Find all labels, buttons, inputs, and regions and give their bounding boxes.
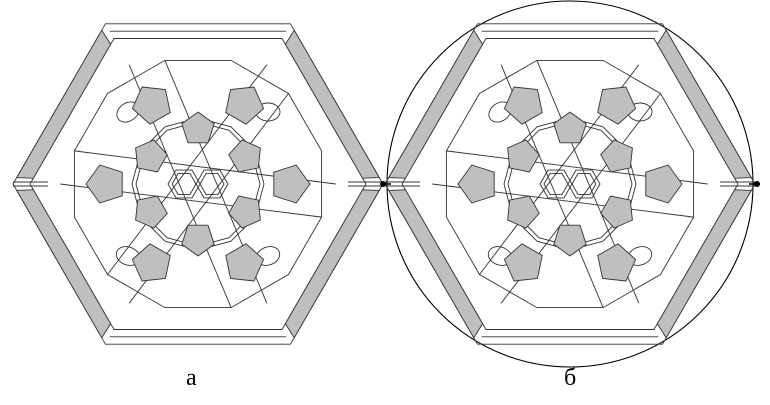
pentagon-outer (646, 165, 682, 203)
panel-b-diagram (380, 1, 760, 367)
outer-hexagon (13, 24, 383, 344)
panel-a-label: а (186, 366, 197, 390)
outer-shaded-face (657, 190, 751, 338)
pentagon-outer (504, 87, 542, 124)
outer-shaded-face (17, 190, 111, 338)
pentagon-inner (554, 225, 586, 256)
pentagon-outer (132, 244, 170, 281)
pentagon-inner (182, 112, 214, 143)
pentagon-inner (136, 196, 168, 228)
pentagon-outer (86, 165, 122, 203)
pentagon-outer (274, 165, 310, 203)
pentagon-outer (132, 87, 170, 124)
center-hexagon-inner (172, 174, 196, 195)
outer-shaded-face (657, 30, 751, 178)
pentagon-inner (508, 196, 540, 228)
center-hexagon-inner (544, 174, 568, 195)
outer-shaded-face (389, 190, 483, 338)
outer-shaded-face (285, 30, 379, 178)
pentagon-outer (504, 244, 542, 281)
panel-a-diagram (13, 24, 383, 344)
pentagon-inner (229, 140, 261, 172)
pentagon-outer (226, 244, 264, 281)
bounding-circle (387, 1, 753, 367)
outer-hexagon (385, 24, 755, 344)
center-hexagon-inner (572, 174, 596, 195)
pentagon-inner (601, 140, 633, 172)
pentagon-outer (458, 165, 494, 203)
center-hexagon-inner (200, 174, 224, 195)
pentagon-inner (554, 112, 586, 143)
pentagon-outer (598, 87, 636, 124)
pentagon-outer (226, 87, 264, 124)
pentagon-outer (598, 244, 636, 281)
panel-b-label: б (564, 366, 576, 390)
outer-shaded-face (285, 190, 379, 338)
pentagon-inner (182, 225, 214, 256)
outer-shaded-face (17, 30, 111, 178)
outer-shaded-face (389, 30, 483, 178)
